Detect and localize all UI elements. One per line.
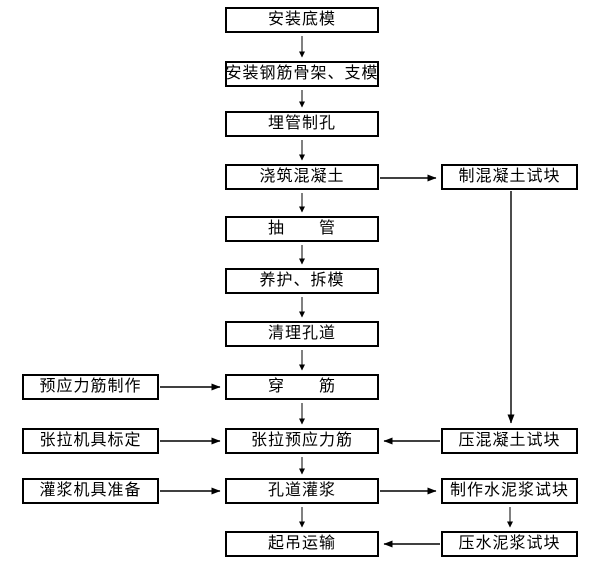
flow-node-clean-duct: 清理孔道 [225, 321, 379, 347]
flow-node-install-bottom-formwork: 安装底模 [225, 7, 379, 33]
flow-node-install-rebar-cage-formwork: 安装钢筋骨架、支模 [225, 61, 379, 87]
flow-node-embed-pipe-make-duct: 埋管制孔 [225, 111, 379, 137]
flow-node-tendon-fabrication: 预应力筋制作 [22, 374, 159, 400]
flow-node-test-cement-grout-block: 压水泥浆试块 [441, 531, 578, 557]
flow-node-duct-grouting: 孔道灌浆 [225, 478, 379, 504]
flow-node-jack-calibration: 张拉机具标定 [22, 428, 159, 454]
flow-node-thread-tendons: 穿 筋 [225, 374, 379, 400]
flow-node-tension-tendons: 张拉预应力筋 [225, 428, 379, 454]
flow-node-make-concrete-test-block: 制混凝土试块 [441, 164, 578, 190]
flow-node-hoist-transport: 起吊运输 [225, 531, 379, 557]
flow-node-curing-strip-formwork: 养护、拆模 [225, 268, 379, 294]
flow-node-pour-concrete: 浇筑混凝土 [225, 164, 379, 190]
flow-node-test-concrete-block: 压混凝土试块 [441, 428, 578, 454]
flow-node-make-cement-grout-test-block: 制作水泥浆试块 [441, 478, 578, 504]
flow-node-extract-pipe: 抽 管 [225, 216, 379, 242]
flow-node-grouting-equipment-prep: 灌浆机具准备 [22, 478, 159, 504]
